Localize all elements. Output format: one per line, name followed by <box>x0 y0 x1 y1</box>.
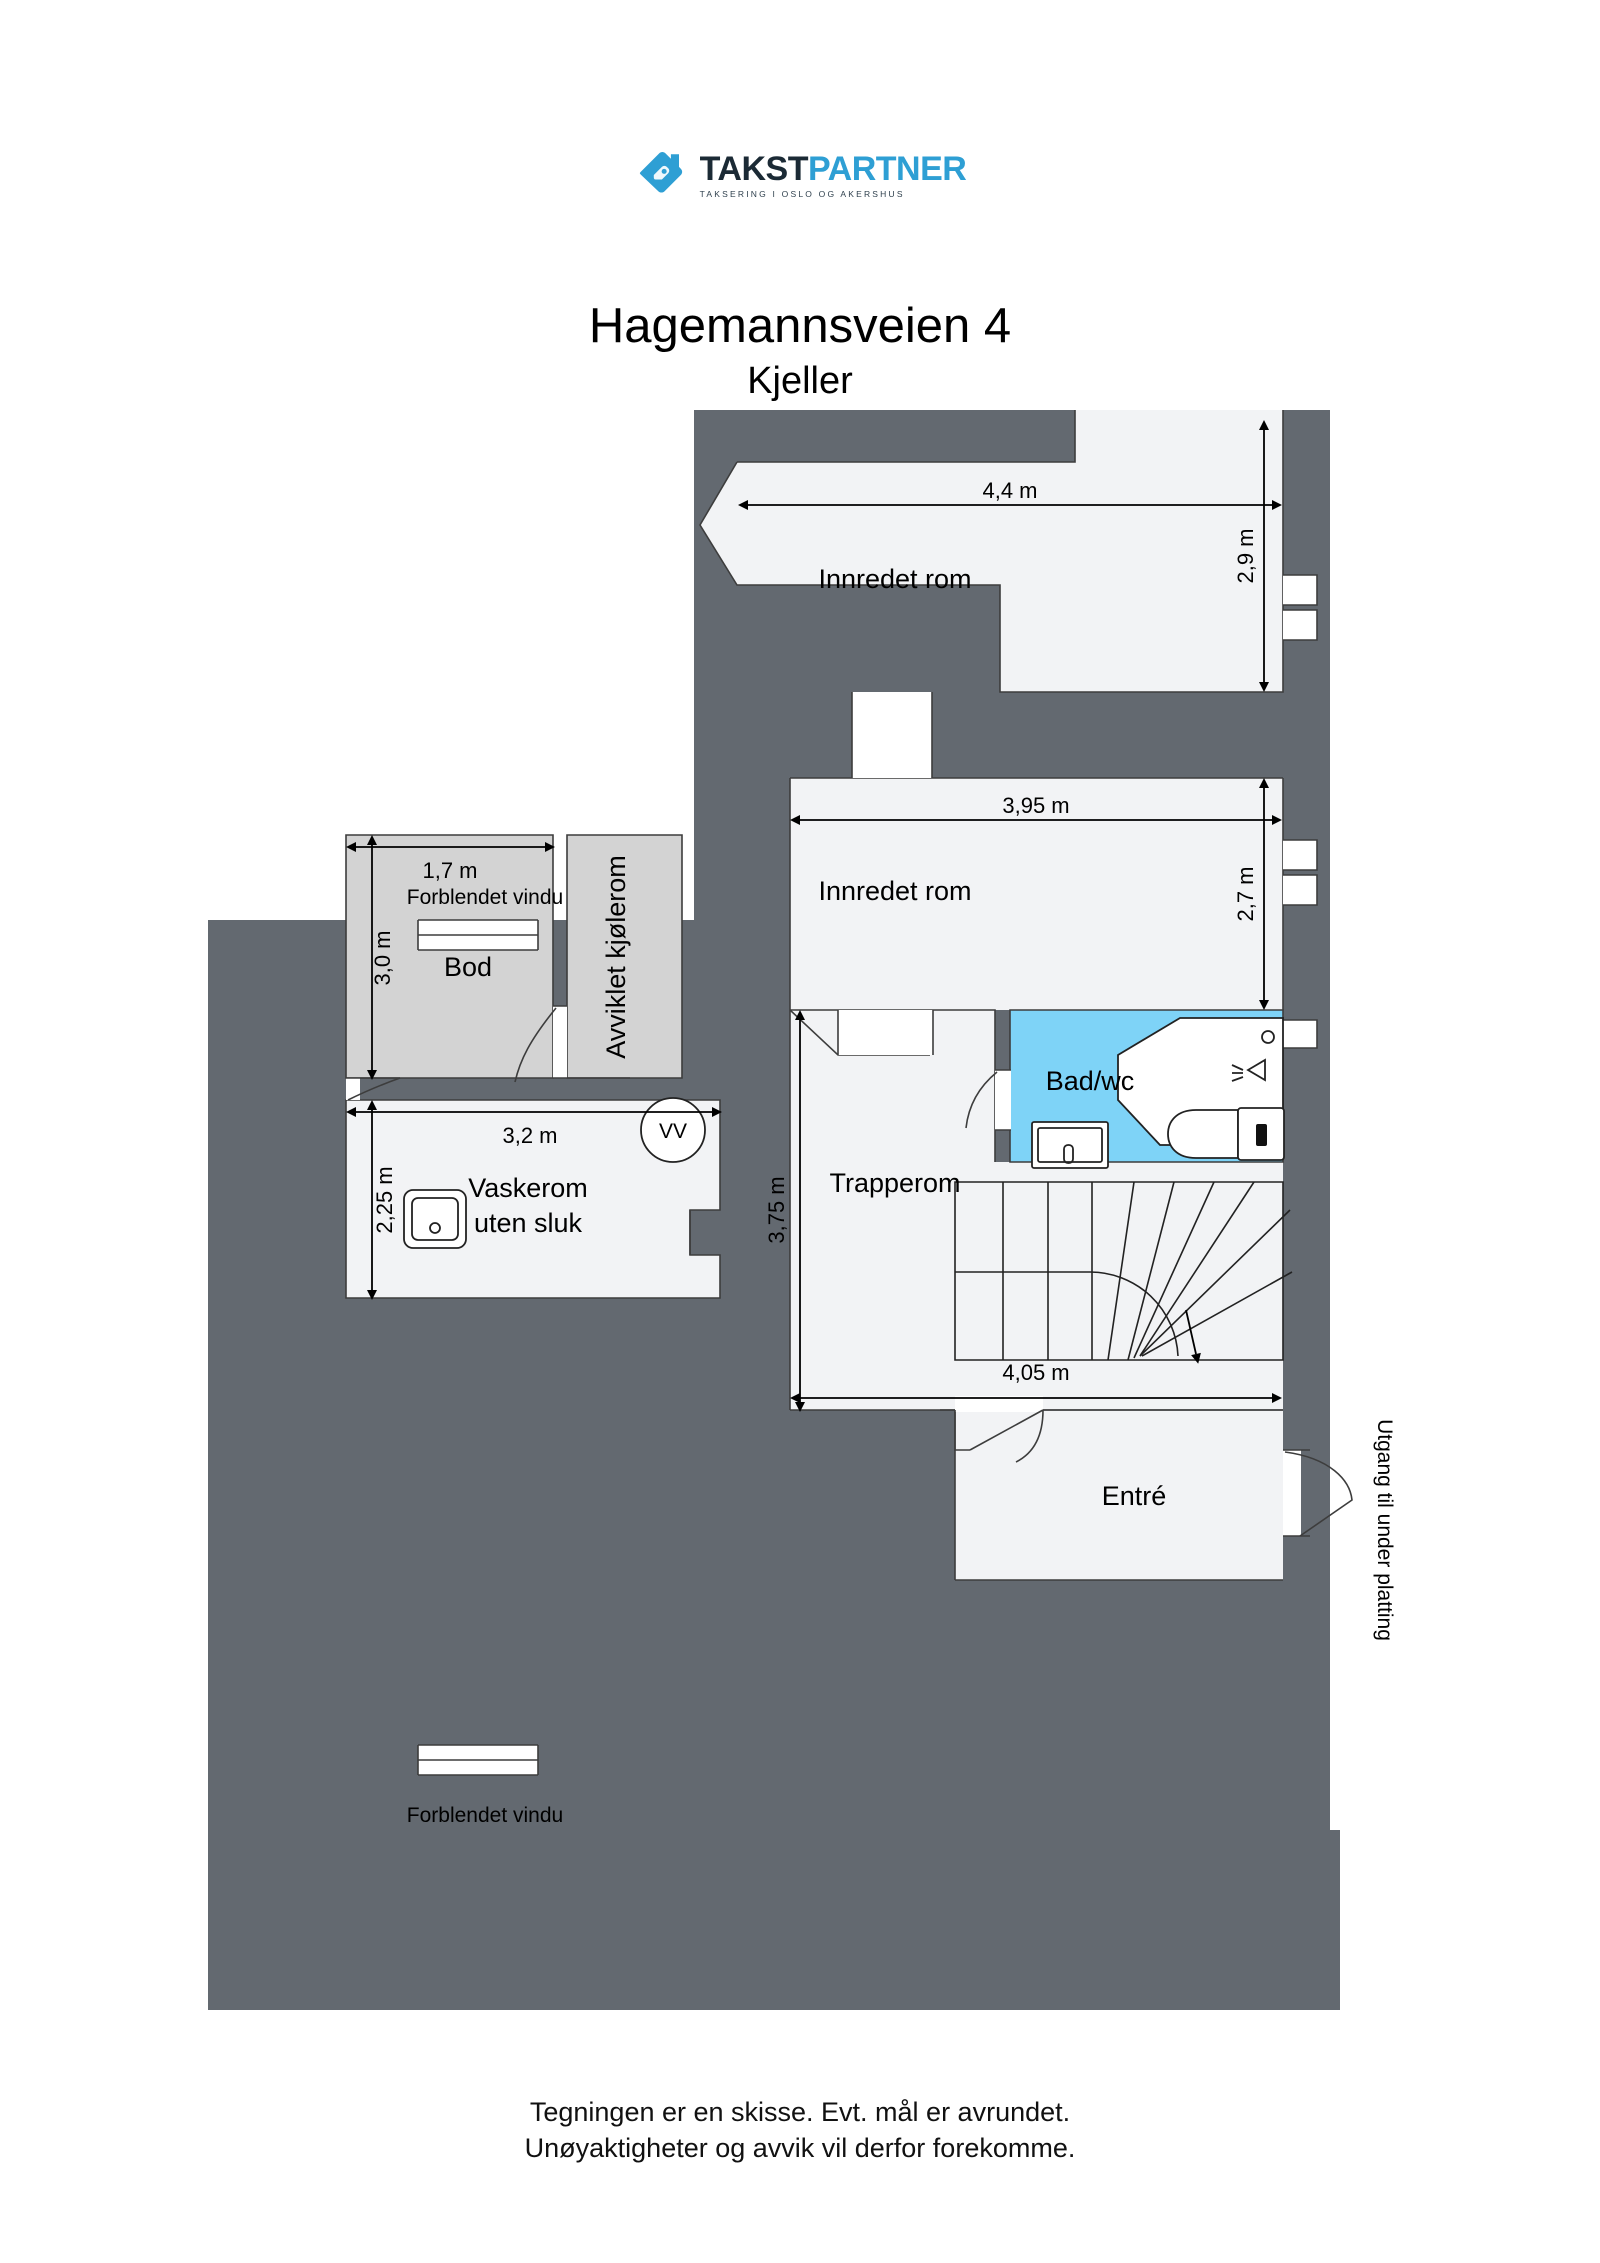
doorway-rom1-rom2 <box>852 692 932 778</box>
dim-vaskerom-width: 3,2 m <box>502 1123 557 1148</box>
dim-rom1-height: 2,9 m <box>1233 528 1258 583</box>
label-bad-wc: Bad/wc <box>1046 1066 1135 1096</box>
plan-annotations: Forblendet vindu Forblendet vindu Utgang… <box>407 886 1396 1827</box>
door-bod-opening <box>553 1006 567 1078</box>
label-avviklet-kjolerom: Avviklet kjølerom <box>601 855 631 1059</box>
dim-rom2-height: 2,7 m <box>1233 866 1258 921</box>
label-entre: Entré <box>1102 1481 1167 1511</box>
door-bod-vaskerom <box>346 1078 360 1100</box>
room-bod <box>346 835 553 1078</box>
window-bath-right <box>1283 1020 1317 1048</box>
room-floors <box>346 410 1283 1580</box>
disclaimer-footer: Tegningen er en skisse. Evt. mål er avru… <box>0 2095 1600 2166</box>
logo-tagline: TAKSERING I OSLO OG AKERSHUS <box>699 188 905 199</box>
window-top-right <box>1283 575 1317 605</box>
dim-bod-height: 3,0 m <box>370 930 395 985</box>
bathroom-sink-fixture <box>1031 1121 1109 1169</box>
label-vaskerom-line2: uten sluk <box>474 1208 583 1238</box>
note-utgang-platting: Utgang til under platting <box>1373 1419 1396 1641</box>
label-vaskerom-line1: Vaskerom <box>468 1173 588 1203</box>
label-innredet-rom-2: Innredet rom <box>818 876 971 906</box>
floorplan-drawing: VV <box>0 410 1600 2050</box>
page-title: Hagemannsveien 4 <box>588 299 1012 353</box>
disclaimer-line-1: Tegningen er en skisse. Evt. mål er avru… <box>529 2097 1071 2127</box>
dim-trapperom-height: 3,75 m <box>764 1176 789 1243</box>
note-forblendet-vindu-bottom: Forblendet vindu <box>407 1804 563 1827</box>
logo-word-partner: PARTNER <box>807 149 967 188</box>
room-trapperom <box>790 1010 1283 1410</box>
room-innredet-rom-1 <box>700 410 1283 692</box>
company-logo: TAKSTPARTNER TAKSERING I OSLO OG AKERSHU… <box>0 148 1600 202</box>
logo-word-takst: TAKST <box>699 149 809 188</box>
room-innredet-rom-2 <box>790 778 1283 1010</box>
window-mid-right <box>1283 840 1317 870</box>
room-avviklet-kjolerom <box>567 835 682 1078</box>
water-heater-marker: VV <box>640 1097 706 1163</box>
vv-label: VV <box>659 1120 687 1143</box>
disclaimer-line-2: Unøyaktigheter og avvik vil derfor forek… <box>524 2132 1076 2163</box>
dim-vaskerom-height: 2,25 m <box>372 1166 397 1233</box>
dimension-lines: 4,4 m 2,9 m 3,95 m 2,7 m 1,7 m 3,0 m 3,2… <box>346 420 1282 1412</box>
door-entre-exit <box>1283 1450 1301 1536</box>
label-bod: Bod <box>444 952 492 982</box>
dim-trapperom-width: 4,05 m <box>1002 1360 1069 1385</box>
house-logo-icon <box>639 152 682 193</box>
dim-rom2-width: 3,95 m <box>1002 793 1069 818</box>
room-entre <box>955 1410 1283 1580</box>
page-subtitle: Kjeller <box>747 360 853 402</box>
label-trapperom: Trapperom <box>829 1168 960 1198</box>
staircase <box>954 1181 1293 1364</box>
note-forblendet-vindu-top: Forblendet vindu <box>407 886 563 909</box>
door-bad-wc <box>995 1070 1011 1130</box>
dim-rom1-width: 4,4 m <box>982 478 1037 503</box>
vaskerom-drain-fixture <box>403 1189 467 1249</box>
logo-wordmark: TAKSTPARTNER <box>700 152 967 186</box>
label-innredet-rom-1: Innredet rom <box>818 564 971 594</box>
toilet-fixture <box>1167 1107 1285 1161</box>
doorway-trapperom-top <box>838 1010 933 1055</box>
room-labels: Innredet rom Innredet rom Bod Avviklet k… <box>444 564 1166 1511</box>
dim-bod-width: 1,7 m <box>422 858 477 883</box>
